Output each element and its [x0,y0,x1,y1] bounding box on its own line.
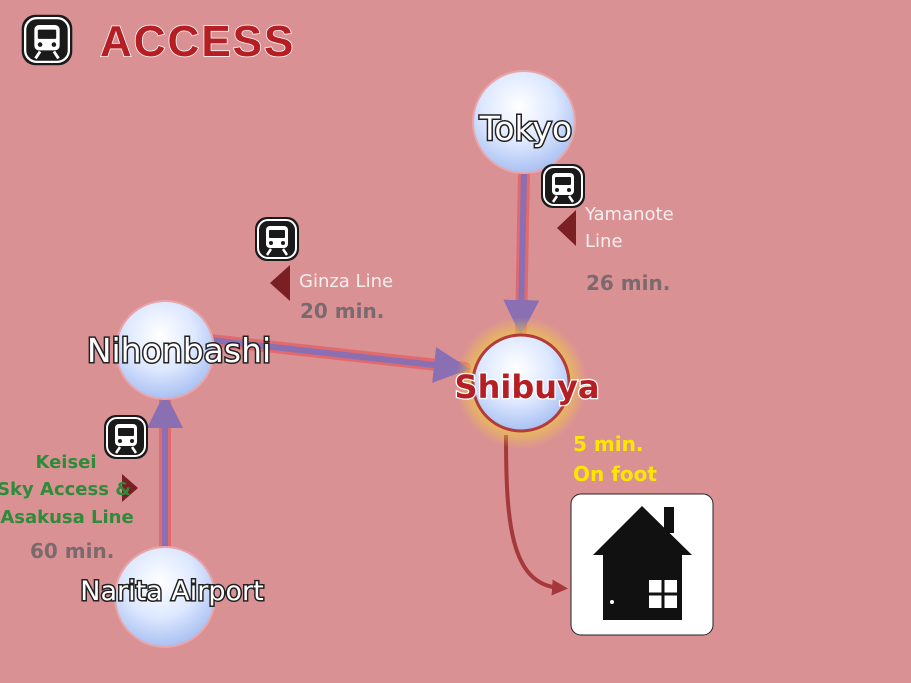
station-nihonbashi[interactable]: Nihonbashi [85,300,273,400]
keisei-pointer [122,474,138,502]
station-shibuya[interactable]: Shibuya [453,333,601,433]
yamanote-line-label-2: Line [585,231,623,252]
yamanote-train-icon [539,162,587,210]
keisei-train-icon [102,413,150,461]
destination-house-card[interactable] [570,493,714,636]
header-train-icon [20,13,74,67]
yamanote-time-label: 26 min. [586,271,670,295]
ginza-pointer [270,265,290,301]
walk-mode-label: On foot [573,462,657,486]
page-title: ACCESS [100,17,295,66]
house-icon [593,506,692,620]
walk-time-label: 5 min. [573,432,643,456]
station-shibuya-label: Shibuya [455,368,600,406]
ginza-time-label: 20 min. [300,299,384,323]
station-tokyo[interactable]: Tokyo [472,70,576,174]
yamanote-pointer [557,210,576,246]
keisei-time-label: 60 min. [30,539,114,563]
keisei-line-label-1: Keisei [35,452,96,473]
route-ginza-line [204,334,471,383]
station-nihonbashi-label: Nihonbashi [87,331,271,370]
keisei-line-label-2: Sky Access & [0,479,131,500]
station-tokyo-label: Tokyo [479,109,572,148]
station-narita-airport[interactable]: Narita Airport [79,546,265,648]
station-narita-label: Narita Airport [80,576,263,607]
ginza-train-icon [253,215,301,263]
keisei-line-label-3: Asakusa Line [0,507,133,528]
yamanote-line-label-1: Yamanote [584,204,674,225]
route-yamanote-line [503,164,540,336]
route-walk [504,434,568,596]
ginza-line-label: Ginza Line [299,271,393,292]
